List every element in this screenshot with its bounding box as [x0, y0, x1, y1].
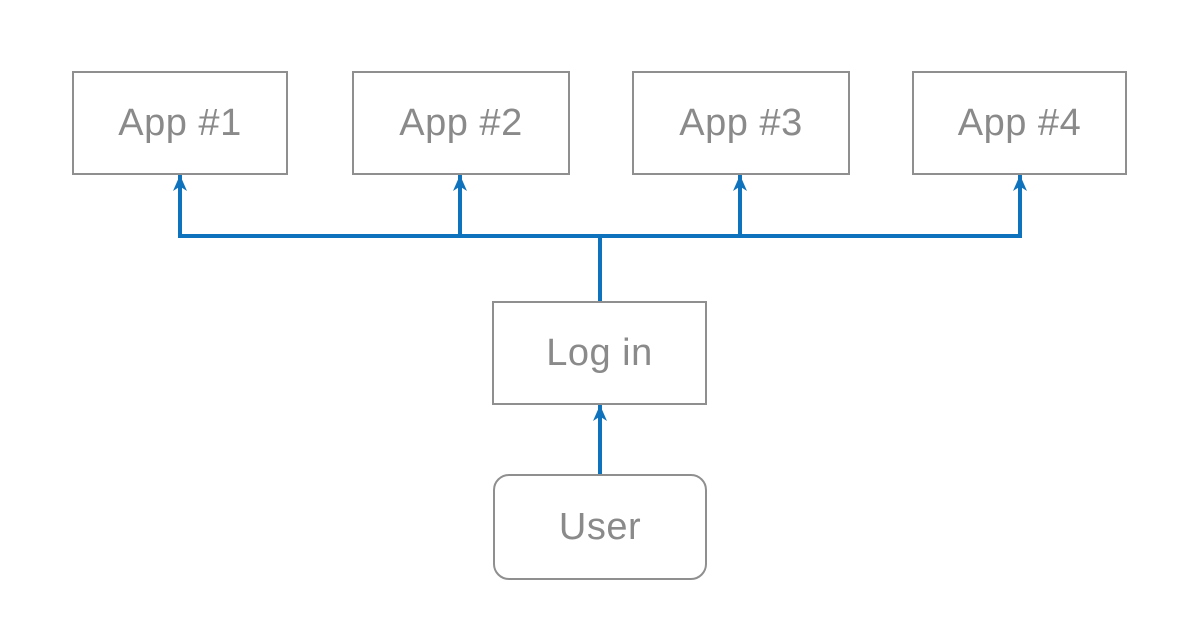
node-log-in-label: Log in	[546, 332, 653, 374]
edge-login-bus	[173, 175, 1027, 238]
node-app-3: App #3	[632, 71, 850, 175]
node-app-1-label: App #1	[118, 102, 242, 144]
node-app-4: App #4	[912, 71, 1127, 175]
node-app-2-label: App #2	[399, 102, 523, 144]
node-user-label: User	[558, 506, 642, 548]
node-app-1: App #1	[72, 71, 288, 175]
node-log-in: Log in	[492, 301, 707, 405]
node-app-3-label: App #3	[679, 102, 803, 144]
node-app-2: App #2	[352, 71, 570, 175]
node-app-4-label: App #4	[957, 102, 1082, 144]
node-user: User	[493, 474, 707, 580]
